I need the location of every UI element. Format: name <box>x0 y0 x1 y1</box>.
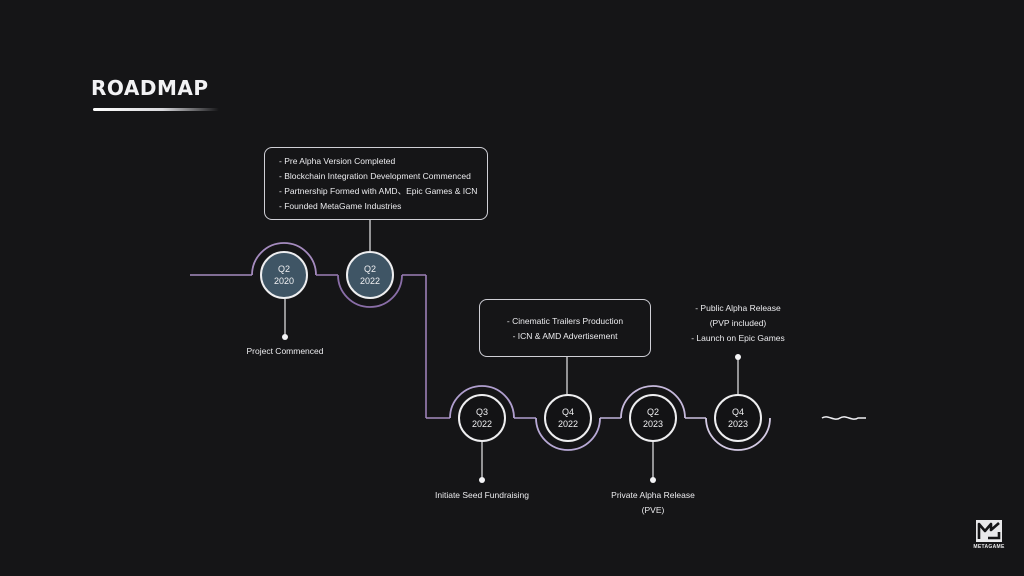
label-line: - Public Alpha Release <box>695 303 781 313</box>
node-quarter: Q3 <box>475 407 488 417</box>
callout-item: - Blockchain Integration Development Com… <box>279 171 471 181</box>
node-quarter: Q2 <box>277 264 290 274</box>
page-title: ROADMAP <box>91 76 209 100</box>
node-year: 2023 <box>727 419 749 429</box>
milestone-label-q2-2023: Private Alpha Release (PVE) <box>583 488 723 518</box>
milestone-node-q2-2022: Q2 2022 <box>346 251 394 299</box>
milestone-node-q2-2023: Q2 2023 <box>629 394 677 442</box>
label-line: (PVE) <box>641 505 665 515</box>
node-year: 2022 <box>557 419 579 429</box>
node-year: 2022 <box>471 419 493 429</box>
milestone-label-q3-2022: Initiate Seed Fundraising <box>407 488 557 503</box>
logo-wordmark: METAGAME <box>973 544 1005 550</box>
milestone-callout-q2-2022: - Pre Alpha Version Completed - Blockcha… <box>264 147 488 220</box>
metagame-logo-icon <box>976 520 1002 542</box>
milestone-node-q2-2020: Q2 2020 <box>260 251 308 299</box>
metagame-logo: METAGAME <box>972 519 1006 553</box>
node-quarter: Q2 <box>363 264 376 274</box>
node-year: 2020 <box>273 276 295 286</box>
label-line: Project Commenced <box>246 346 324 356</box>
node-quarter: Q2 <box>646 407 659 417</box>
label-line: (PVP included) <box>709 318 767 328</box>
label-line: Initiate Seed Fundraising <box>434 490 530 500</box>
label-line: Private Alpha Release <box>611 490 695 500</box>
callout-item: - Partnership Formed with AMD、Epic Games… <box>279 186 478 196</box>
callout-item: - ICN & AMD Advertisement <box>512 331 618 341</box>
milestone-label-q4-2023: - Public Alpha Release (PVP included) - … <box>668 301 808 346</box>
callout-item: - Cinematic Trailers Production <box>506 316 624 326</box>
node-year: 2022 <box>359 276 381 286</box>
milestone-label-q2-2020: Project Commenced <box>215 344 355 359</box>
node-quarter: Q4 <box>731 407 744 417</box>
callout-item: - Founded MetaGame Industries <box>279 201 402 211</box>
node-year: 2023 <box>642 419 664 429</box>
milestone-node-q3-2022: Q3 2022 <box>458 394 506 442</box>
milestone-node-q4-2022: Q4 2022 <box>544 394 592 442</box>
callout-item: - Pre Alpha Version Completed <box>279 156 396 166</box>
milestone-callout-q4-2022: - Cinematic Trailers Production - ICN & … <box>479 299 651 357</box>
label-line: - Launch on Epic Games <box>691 333 785 343</box>
title-underline <box>93 108 219 111</box>
node-quarter: Q4 <box>561 407 574 417</box>
milestone-node-q4-2023: Q4 2023 <box>714 394 762 442</box>
